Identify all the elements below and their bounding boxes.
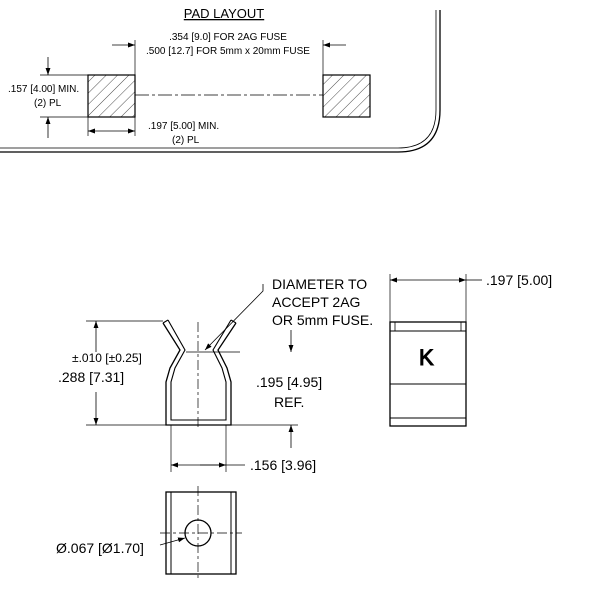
pad-height-label-2: (2) PL — [34, 98, 62, 109]
pad-right — [322, 74, 371, 118]
diameter-note-2: ACCEPT 2AG — [272, 294, 360, 310]
pad-width-label-2: (2) PL — [172, 135, 200, 146]
clip-side-view: K .197 [5.00] — [389, 272, 552, 427]
ref-height-label-2: REF. — [274, 394, 304, 410]
pad-width-label-1: .197 [5.00] MIN. — [148, 121, 219, 132]
width-label: .156 [3.96] — [250, 457, 316, 473]
side-width-label: .197 [5.00] — [486, 272, 552, 288]
pad-height-label-1: .157 [4.00] MIN. — [8, 84, 79, 95]
clip-body-outer — [162, 322, 237, 426]
clip-bottom-view: Ø.067 [Ø1.70] — [56, 486, 242, 580]
pad-layout-section: PAD LAYOUT .354 [9.0] FOR 2AG FUSE .500 … — [0, 6, 441, 153]
clip-front-view: DIAMETER TO ACCEPT 2AG OR 5mm FUSE. ±.01… — [58, 276, 373, 473]
diameter-note-3: OR 5mm FUSE. — [272, 312, 373, 328]
height-tolerance-label: ±.010 [±0.25] — [72, 351, 142, 365]
height-label: .288 [7.31] — [58, 369, 124, 385]
spacing-5x20-label: .500 [12.7] FOR 5mm x 20mm FUSE — [146, 46, 310, 57]
clip-body-inner — [167, 319, 232, 421]
diameter-note-1: DIAMETER TO — [272, 276, 367, 292]
side-logo: K — [419, 345, 434, 370]
board-outline-inner — [0, 10, 437, 149]
clip-tip-left — [162, 319, 169, 324]
ref-height-label-1: .195 [4.95] — [256, 374, 322, 390]
pad-left — [87, 74, 136, 118]
spacing-2ag-label: .354 [9.0] FOR 2AG FUSE — [169, 32, 287, 43]
board-outline — [0, 10, 441, 153]
pad-layout-title: PAD LAYOUT — [184, 6, 264, 21]
side-body — [389, 321, 467, 427]
hole-label: Ø.067 [Ø1.70] — [56, 540, 144, 556]
diameter-leader — [204, 284, 264, 351]
hole-leader — [159, 537, 186, 546]
